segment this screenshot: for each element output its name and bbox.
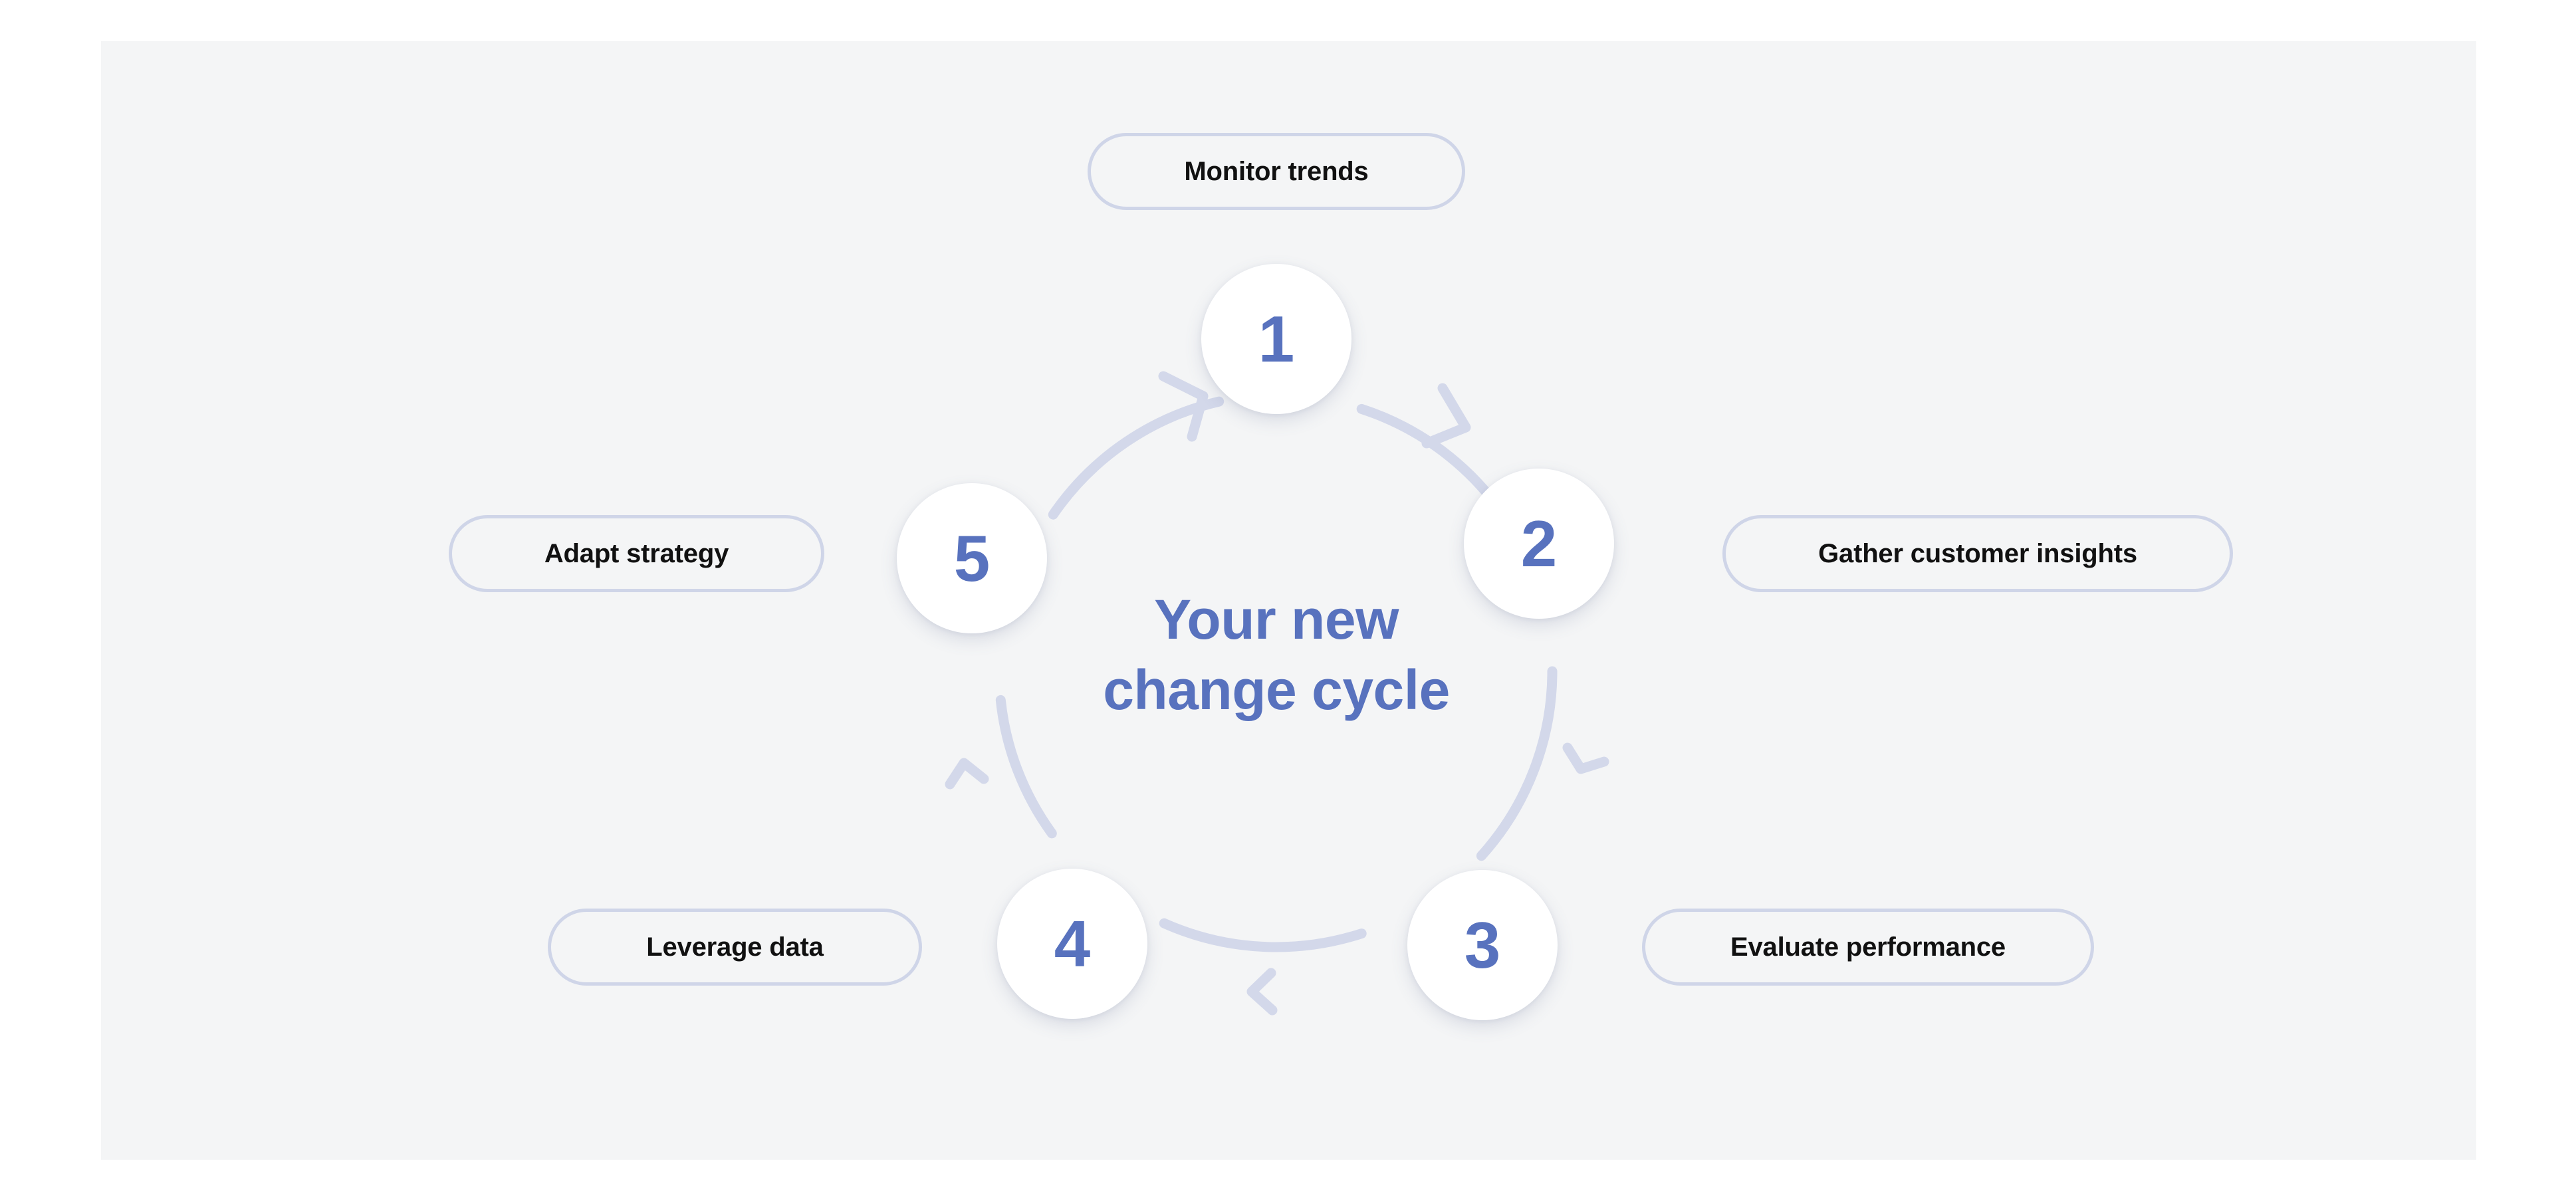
step-node-2[interactable]: 2 bbox=[1464, 469, 1614, 619]
step-label-text-1: Monitor trends bbox=[1184, 156, 1369, 186]
step-label-pill-3[interactable]: Evaluate performance bbox=[1642, 909, 2094, 986]
step-node-3[interactable]: 3 bbox=[1407, 870, 1558, 1020]
step-label-pill-2[interactable]: Gather customer insights bbox=[1722, 515, 2233, 592]
cycle-center-label: Your new change cycle bbox=[1064, 585, 1489, 726]
step-label-pill-5[interactable]: Adapt strategy bbox=[449, 515, 824, 592]
step-label-pill-4[interactable]: Leverage data bbox=[548, 909, 922, 986]
step-node-5[interactable]: 5 bbox=[897, 483, 1047, 633]
step-number-1: 1 bbox=[1258, 302, 1295, 376]
step-label-text-3: Evaluate performance bbox=[1730, 932, 2006, 962]
step-label-text-5: Adapt strategy bbox=[544, 538, 729, 568]
step-label-pill-1[interactable]: Monitor trends bbox=[1088, 133, 1465, 210]
step-node-1[interactable]: 1 bbox=[1201, 264, 1351, 414]
step-label-text-4: Leverage data bbox=[646, 932, 824, 962]
step-number-2: 2 bbox=[1520, 507, 1558, 580]
step-node-4[interactable]: 4 bbox=[997, 869, 1147, 1019]
center-label-line-2: change cycle bbox=[1103, 658, 1450, 721]
step-label-text-2: Gather customer insights bbox=[1818, 538, 2137, 568]
step-number-4: 4 bbox=[1054, 907, 1091, 980]
step-number-3: 3 bbox=[1464, 909, 1501, 982]
step-number-5: 5 bbox=[953, 522, 991, 595]
center-label-line-1: Your new bbox=[1154, 588, 1399, 651]
